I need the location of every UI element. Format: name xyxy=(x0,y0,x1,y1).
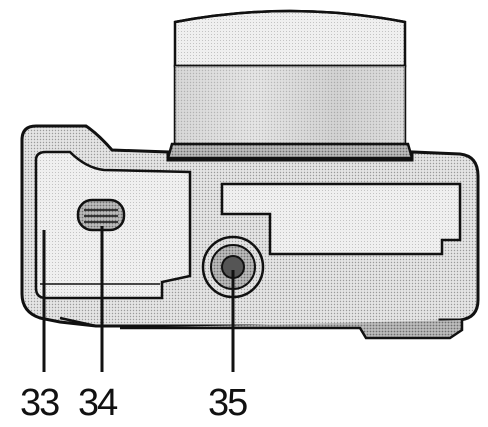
lens-barrel xyxy=(166,9,414,160)
door-release-latch xyxy=(76,198,126,232)
callout-33: 33 xyxy=(20,382,59,424)
bottom-panel-recess xyxy=(220,182,462,256)
callout-numbers: 33 34 35 xyxy=(20,382,249,424)
callout-35: 35 xyxy=(208,382,247,424)
callout-34: 34 xyxy=(78,382,118,424)
leader-lines xyxy=(42,226,235,372)
